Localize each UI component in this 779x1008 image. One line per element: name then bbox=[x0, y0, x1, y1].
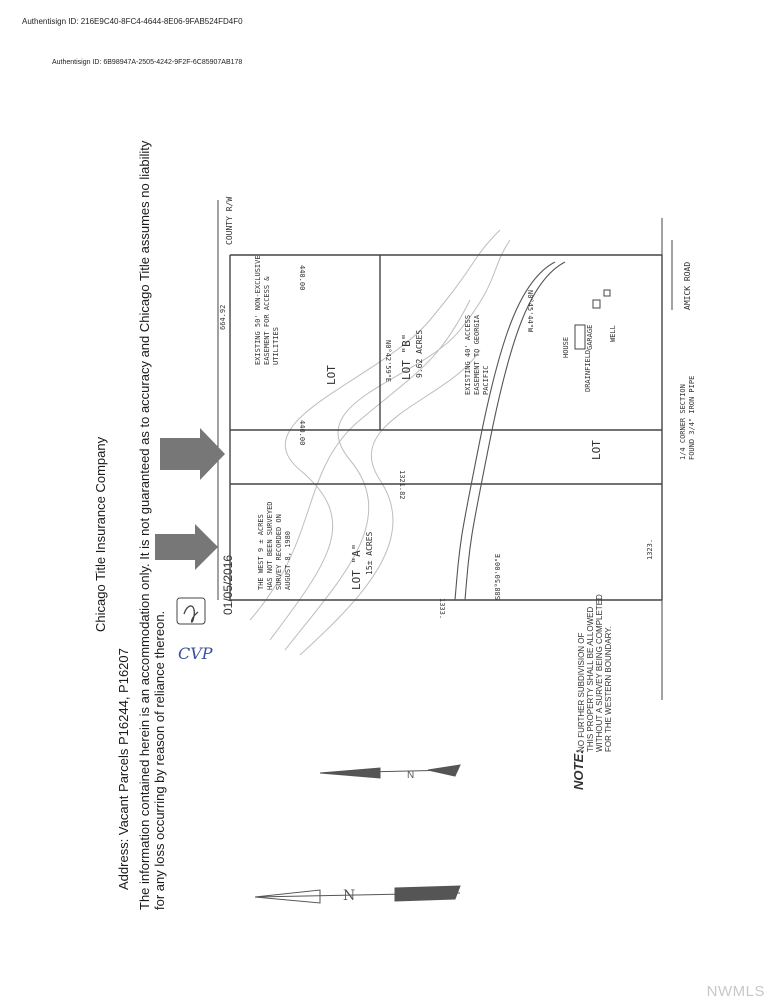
garage-outline bbox=[592, 299, 601, 309]
dimension-4: 1323. bbox=[646, 539, 654, 560]
note-line-2: THIS PROPERTY SHALL BE ALLOWED bbox=[586, 607, 595, 752]
access-easement bbox=[454, 261, 566, 601]
lot-label-1: LOT bbox=[325, 365, 338, 385]
house-label: HOUSE bbox=[562, 337, 570, 358]
well-label: WELL bbox=[609, 325, 617, 342]
dimension-2: 1321.82 bbox=[398, 470, 406, 500]
note-line-1: NO FURTHER SUBDIVISION OF bbox=[577, 632, 586, 752]
easement-2-line-3: PACIFIC bbox=[482, 365, 490, 395]
corner-note-1: 1/4 CORNER SECTION bbox=[679, 384, 687, 460]
lot-b-acres: 9.62 ACRES bbox=[415, 330, 424, 378]
note-title: NOTE: bbox=[571, 750, 586, 790]
buildings bbox=[574, 289, 611, 350]
west-note-1: THE WEST 9 ± ACRES bbox=[257, 514, 265, 590]
bearing-1: N0°42'59"E bbox=[384, 340, 392, 382]
county-label: COUNTY R/W bbox=[225, 197, 234, 245]
corner-note-2: FOUND 3/4" IRON PIPE bbox=[688, 376, 696, 460]
authentisign-id-1: Authentisign ID: 216E9C40-8FC4-4644-8E06… bbox=[22, 17, 243, 26]
authentisign-id-2: Authentisign ID: 6B98947A-2505-4242-9F2F… bbox=[52, 59, 243, 66]
lot-a-acres: 15± ACRES bbox=[365, 531, 374, 575]
handwritten-initials: CVP bbox=[178, 644, 213, 663]
arrow-icon bbox=[160, 428, 225, 480]
easement-1-line-3: UTILITIES bbox=[272, 327, 280, 365]
dimension-3: 1333. bbox=[438, 598, 446, 619]
parcel-lines bbox=[217, 200, 673, 700]
easement-1-line-1: EXISTING 50' NON-EXCLUSIVE bbox=[254, 255, 262, 365]
lot-b-label: LOT "B" bbox=[400, 334, 413, 380]
note-line-4: FOR THE WESTERN BOUNDARY. bbox=[604, 626, 613, 752]
garage-label: GARAGE bbox=[586, 325, 594, 350]
pointer-arrows bbox=[155, 428, 225, 570]
note-line-3: WITHOUT A SURVEY BEING COMPLETED bbox=[595, 594, 604, 752]
nwmls-watermark: NWMLS bbox=[706, 983, 765, 1000]
west-note-3: SURVEY RECORDED ON bbox=[275, 514, 283, 590]
bearing-3: S88°50'00"E bbox=[494, 554, 502, 600]
bearing-2: N0°45'44"W bbox=[526, 290, 534, 333]
road-label: AMICK ROAD bbox=[683, 262, 692, 310]
scribble-overlay bbox=[249, 229, 511, 656]
drainfield-label: DRAINFIELD bbox=[584, 350, 592, 392]
arrow-icon bbox=[155, 524, 218, 570]
well-outline bbox=[603, 289, 611, 297]
svg-text:N: N bbox=[407, 770, 414, 781]
easement-1-line-2: EASEMENT FOR ACCESS & bbox=[263, 276, 271, 365]
north-arrow-1: N bbox=[319, 764, 461, 781]
signature-stamp bbox=[176, 597, 206, 625]
dimension-top-1: 440.00 bbox=[298, 265, 306, 290]
west-note-2: HAS NOT BEEN SURVEYED bbox=[266, 501, 274, 590]
easement-2-line-1: EXISTING 40' ACCESS bbox=[464, 315, 472, 395]
lot-label-2: LOT bbox=[590, 440, 603, 460]
north-arrow-2: N bbox=[254, 885, 461, 904]
dimension-top-2: 440.00 bbox=[298, 420, 306, 445]
west-note-4: AUGUST 8, 1980 bbox=[284, 531, 292, 590]
svg-text:N: N bbox=[343, 888, 355, 904]
lot-a-label: LOT "A" bbox=[350, 544, 363, 590]
dimension-1: 664.92 bbox=[219, 305, 227, 330]
easement-2-line-2: EASEMENT TO GEORGIA bbox=[473, 314, 481, 395]
house-outline bbox=[574, 324, 586, 350]
